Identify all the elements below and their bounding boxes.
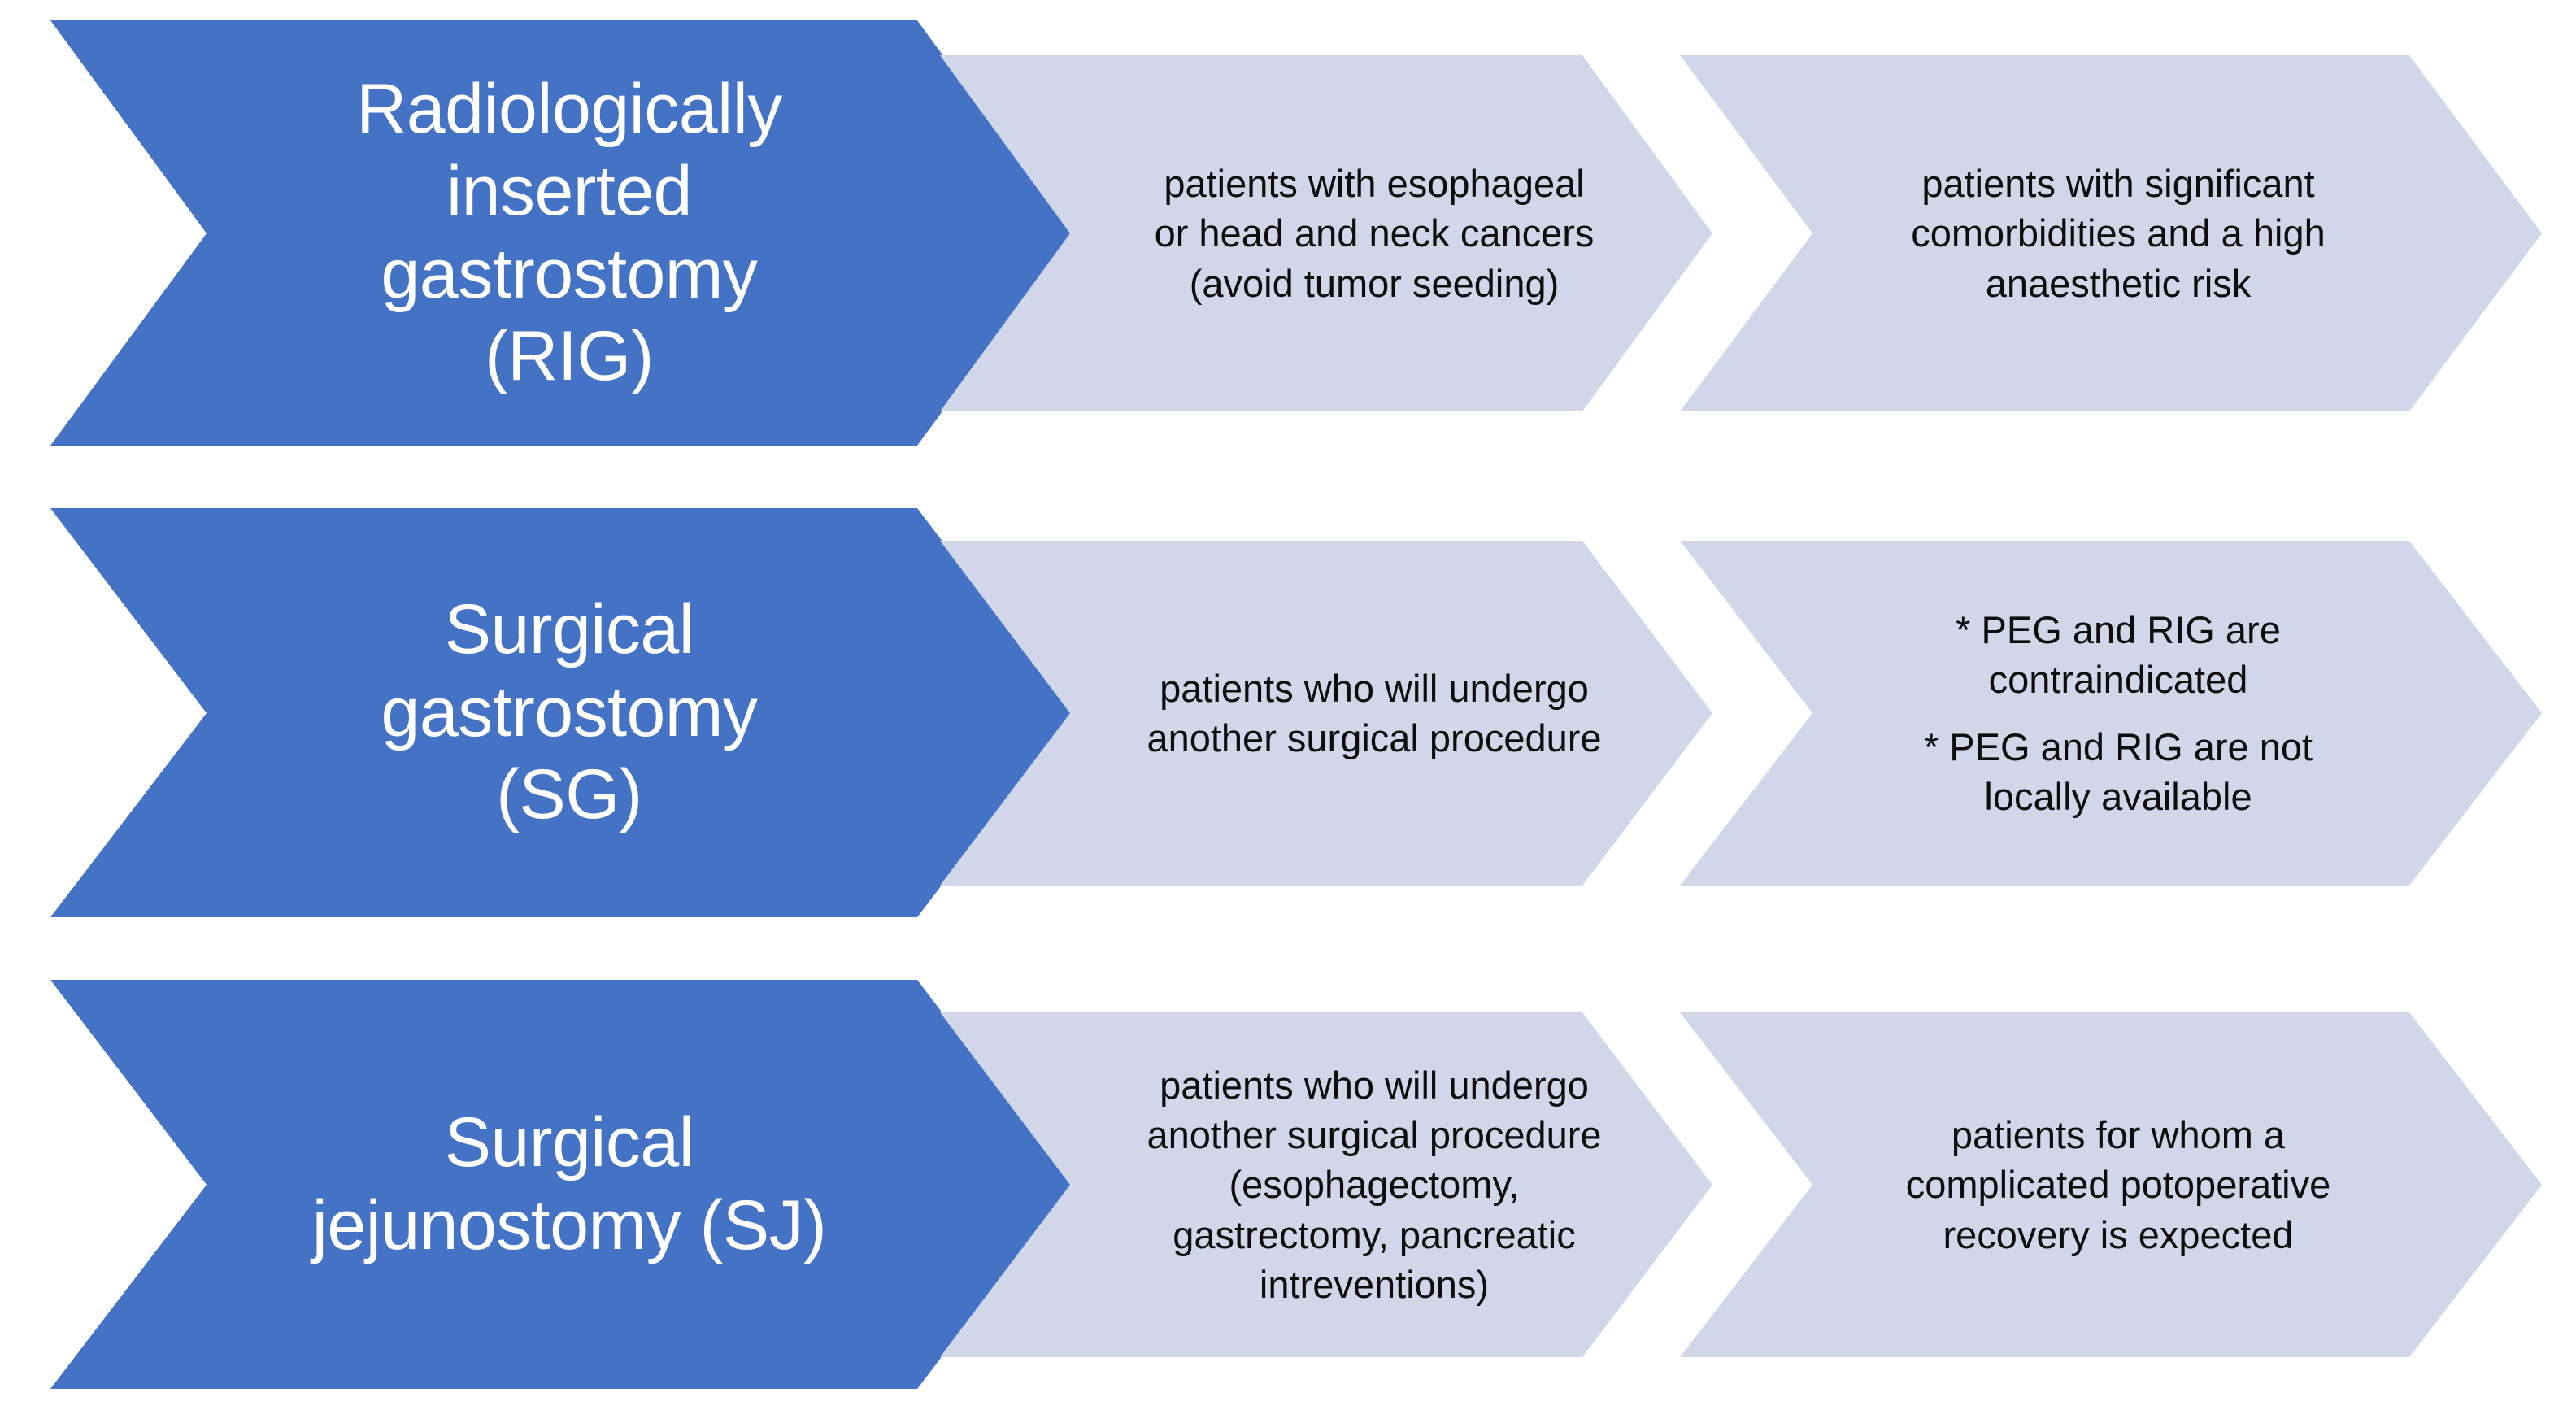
chevron-secondary-row-1-col-2[interactable] [1680,55,2542,411]
method-label-rig: Radiologically inserted gastrostomy (RIG… [244,20,894,446]
indication-line: * PEG and RIG are [1956,608,2281,652]
chevron-primary-row-1[interactable] [50,20,1073,446]
indication-spacer [1834,704,2403,721]
indication-line: patients who will undergo [1160,1064,1589,1108]
indication-line: patients with significant [1921,162,2315,206]
chevron-secondary-row-2-col-1[interactable] [940,541,1712,886]
indication-line: or head and neck cancers [1154,211,1595,255]
indication-line: patients for whom a [1951,1113,2286,1157]
chevron-secondary-row-1-col-1[interactable] [940,55,1712,411]
indication-line: locally available [1984,774,2252,818]
chevron-secondary-row-2-col-2[interactable] [1680,541,2542,886]
indication-line: * PEG and RIG are not [1923,725,2313,768]
method-line: (SG) [496,755,642,834]
indication-line: (esophagectomy, [1229,1163,1520,1207]
indication-line: recovery is expected [1943,1212,2294,1256]
indication-line: comorbidities and a high [1911,211,2326,255]
method-line: gastrostomy [381,234,758,313]
indication-line: another surgical procedure [1147,1113,1602,1157]
method-line: inserted [446,152,692,231]
indication-rig-col-2: patients with significant comorbidities … [1834,55,2403,411]
method-label-sj: Surgical jejunostomy (SJ) [220,980,919,1389]
indication-sj-col-1: patients who will undergo another surgic… [1090,1012,1659,1357]
indication-rig-col-1: patients with esophageal or head and nec… [1090,55,1659,411]
indication-sg-col-2: * PEG and RIG are contraindicated * PEG … [1834,541,2403,886]
chevron-secondary-row-3-col-2[interactable] [1680,1012,2542,1357]
indication-line: patients with esophageal [1164,162,1585,206]
indication-line: contraindicated [1988,658,2248,702]
indication-line: gastrectomy, pancreatic [1173,1212,1576,1256]
method-line: Surgical [444,590,694,669]
indication-sj-col-2: patients for whom a complicated potopera… [1834,1012,2403,1357]
indication-line: intreventions) [1259,1262,1490,1306]
chevron-primary-row-3[interactable] [50,980,1073,1389]
indication-line: anaesthetic risk [1985,261,2252,305]
indication-line: complicated potoperative [1905,1163,2331,1207]
indication-line: another surgical procedure [1147,716,1602,759]
method-line: jejunostomy (SJ) [311,1186,827,1264]
method-line: gastrostomy [381,672,758,751]
chevron-secondary-row-3-col-1[interactable] [940,1012,1712,1357]
indication-sg-col-1: patients who will undergo another surgic… [1090,541,1659,886]
indication-line: (avoid tumor seeding) [1189,261,1560,305]
chevron-primary-row-2[interactable] [50,508,1073,917]
method-line: (RIG) [485,316,654,395]
method-line: Surgical [444,1103,694,1182]
method-line: Radiologically [356,69,782,148]
indication-line: patients who will undergo [1160,666,1589,710]
method-label-sg: Surgical gastrostomy (SG) [244,508,894,917]
